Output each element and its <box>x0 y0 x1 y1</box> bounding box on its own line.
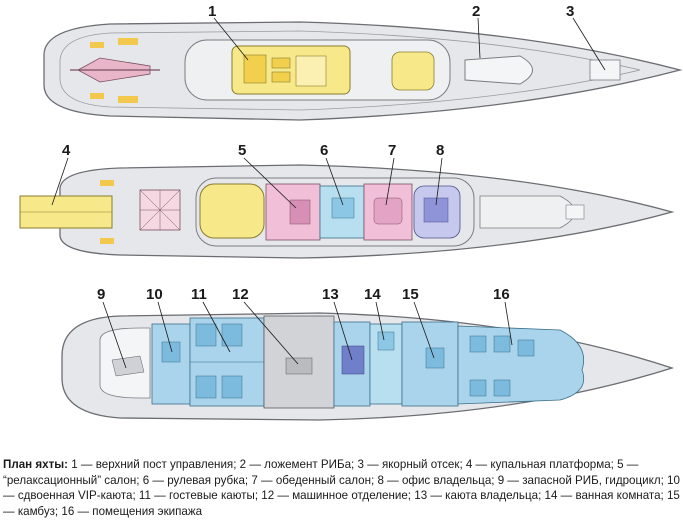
caption-legend-text: 1 — верхний пост управления; 2 — ложемен… <box>3 458 680 518</box>
crew-quarters <box>457 325 585 405</box>
caption-title: План яхты: <box>3 458 69 471</box>
label-9: 9 <box>97 286 105 303</box>
label-8: 8 <box>436 142 444 159</box>
label-10: 10 <box>146 286 163 303</box>
plan-caption: План яхты: 1 — верхний пост управления; … <box>3 457 680 519</box>
label-16: 16 <box>493 286 510 303</box>
main-deck-plan <box>19 157 675 259</box>
callout-labels: 1 2 3 4 5 6 7 8 9 10 11 12 13 14 15 16 <box>62 3 574 303</box>
label-1: 1 <box>208 3 216 20</box>
label-12: 12 <box>232 286 249 303</box>
label-14: 14 <box>364 286 381 303</box>
label-6: 6 <box>320 142 328 159</box>
label-5: 5 <box>238 142 246 159</box>
yacht-plan-diagram: 1 2 3 4 5 6 7 8 9 10 11 12 13 14 15 16 <box>19 3 683 421</box>
mast-crane <box>70 57 160 83</box>
label-3: 3 <box>566 3 574 20</box>
label-7: 7 <box>388 142 396 159</box>
label-13: 13 <box>322 286 339 303</box>
label-2: 2 <box>472 3 480 20</box>
label-11: 11 <box>191 286 207 303</box>
upper-deck-plan <box>43 17 683 121</box>
label-4: 4 <box>62 142 71 159</box>
tender-cradle <box>464 55 533 85</box>
label-15: 15 <box>402 286 419 303</box>
vip-cabin <box>151 323 191 405</box>
lower-deck-plan <box>61 301 675 421</box>
